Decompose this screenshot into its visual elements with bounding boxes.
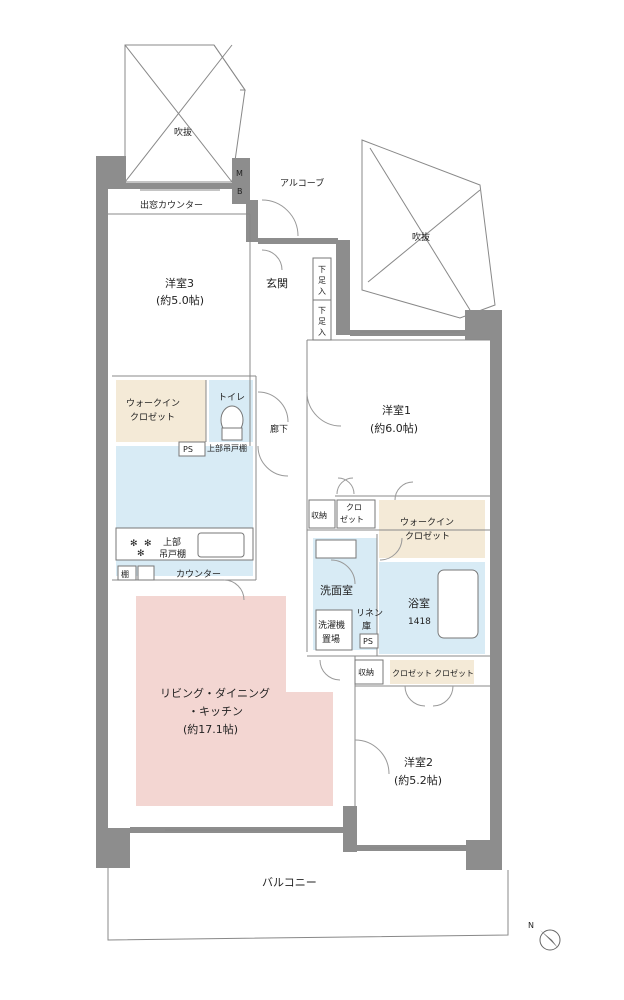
closet-label-a: クロ [346, 503, 362, 512]
shoes1-char-b: 足 [318, 276, 326, 285]
linen-label-a: リネン [356, 608, 383, 619]
wic1-label-a: ウォークイン [126, 398, 180, 409]
doors [223, 199, 454, 775]
closet3-fill [390, 660, 432, 684]
room1-name: 洋室1 [382, 403, 411, 417]
washer-label-a: 洗濯機 [318, 619, 345, 631]
balcony-label: バルコニー [262, 876, 317, 889]
mb-label-b: B [237, 187, 243, 196]
washer-label-b: 置場 [322, 633, 340, 645]
mb-label-m: M [236, 169, 243, 178]
bath-label: 浴室 [408, 596, 430, 610]
closet4-fill [432, 660, 474, 684]
void-label-2: 吹抜 [412, 231, 430, 243]
shoes1-char-c: 入 [318, 287, 326, 296]
ldk-label-a: リビング・ダイニング [160, 686, 270, 700]
wic2-label-a: ウォークイン [400, 517, 454, 528]
ldk-size: (約17.1帖) [183, 722, 238, 736]
shoes2-char-b: 足 [318, 317, 326, 326]
burner-icon-2: ✻ [144, 539, 152, 549]
void-top-right [361, 139, 496, 319]
ps1-label: PS [183, 445, 193, 454]
burner-icon-1: ✻ [130, 539, 138, 549]
closet4-label: クロゼット [434, 668, 474, 678]
upper-cabinet-toilet-label: 上部吊戸棚 [207, 443, 247, 453]
kitchen-cabinet-label-a: 上部 [163, 536, 181, 548]
bay-window-counter-label: 出窓カウンター [140, 199, 203, 211]
north-label: N [528, 921, 534, 930]
shelf-label: 棚 [121, 569, 129, 579]
wic2-fill [379, 500, 485, 558]
hallway-label: 廊下 [270, 423, 288, 435]
shoes2-char-c: 入 [318, 328, 326, 337]
counter-label: カウンター [176, 569, 221, 580]
wic1-label-b: クロゼット [130, 411, 175, 423]
ldk-label-b: ・キッチン [188, 705, 243, 718]
partitions: ✻ ✻ ✻ [108, 213, 490, 806]
linen-label-b: 庫 [362, 620, 371, 632]
room2-name: 洋室2 [404, 755, 433, 769]
labels: 吹抜 吹抜 アルコーブ M B 出窓カウンター 洋室3 (約5.0帖) 玄関 下… [121, 126, 474, 889]
alcove-label: アルコーブ [280, 177, 324, 189]
wic2-label-b: クロゼット [405, 530, 450, 542]
shoes2-char-a: 下 [318, 306, 326, 315]
compass: N [528, 921, 561, 951]
shoes1-char-a: 下 [318, 265, 326, 274]
void-top-left [124, 44, 246, 183]
room3-size: (約5.0帖) [156, 293, 204, 307]
room3-name: 洋室3 [165, 276, 194, 290]
balcony [107, 868, 509, 941]
room1-size: (約6.0帖) [370, 421, 418, 435]
wic1-fill [116, 380, 206, 442]
burner-icon-3: ✻ [137, 549, 145, 559]
genkan-label: 玄関 [266, 276, 288, 290]
closet3-label: クロゼット [392, 668, 432, 678]
toilet-label: トイレ [218, 393, 245, 403]
washroom-label: 洗面室 [320, 583, 353, 597]
closet-label-b: ゼット [340, 514, 364, 524]
room2-size: (約5.2帖) [394, 773, 442, 787]
ldk-fill [136, 596, 333, 806]
storage2-label: 収納 [358, 667, 374, 677]
void-label-1: 吹抜 [174, 126, 192, 138]
bath-size-label: 1418 [408, 617, 431, 627]
kitchen-cabinet-label-b: 吊戸棚 [159, 548, 186, 560]
windows [140, 189, 460, 849]
ps2-label: PS [363, 637, 373, 646]
storage1-label: 収納 [311, 510, 327, 520]
